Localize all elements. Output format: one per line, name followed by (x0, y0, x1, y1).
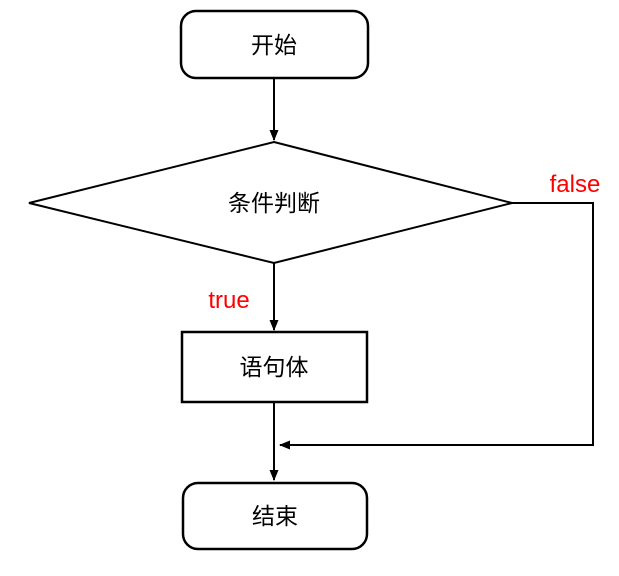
condition-node-label: 条件判断 (228, 190, 320, 216)
body-node (180, 330, 369, 404)
false-branch-label: false (550, 171, 601, 198)
edge-condition-to-merge-false (279, 202, 594, 450)
end-node-label: 结束 (252, 503, 298, 529)
condition-node (28, 140, 513, 265)
start-node (179, 9, 370, 80)
end-node (181, 481, 369, 551)
body-node-label: 语句体 (240, 354, 309, 380)
start-node-label: 开始 (251, 32, 297, 58)
true-branch-label: true (208, 287, 249, 314)
